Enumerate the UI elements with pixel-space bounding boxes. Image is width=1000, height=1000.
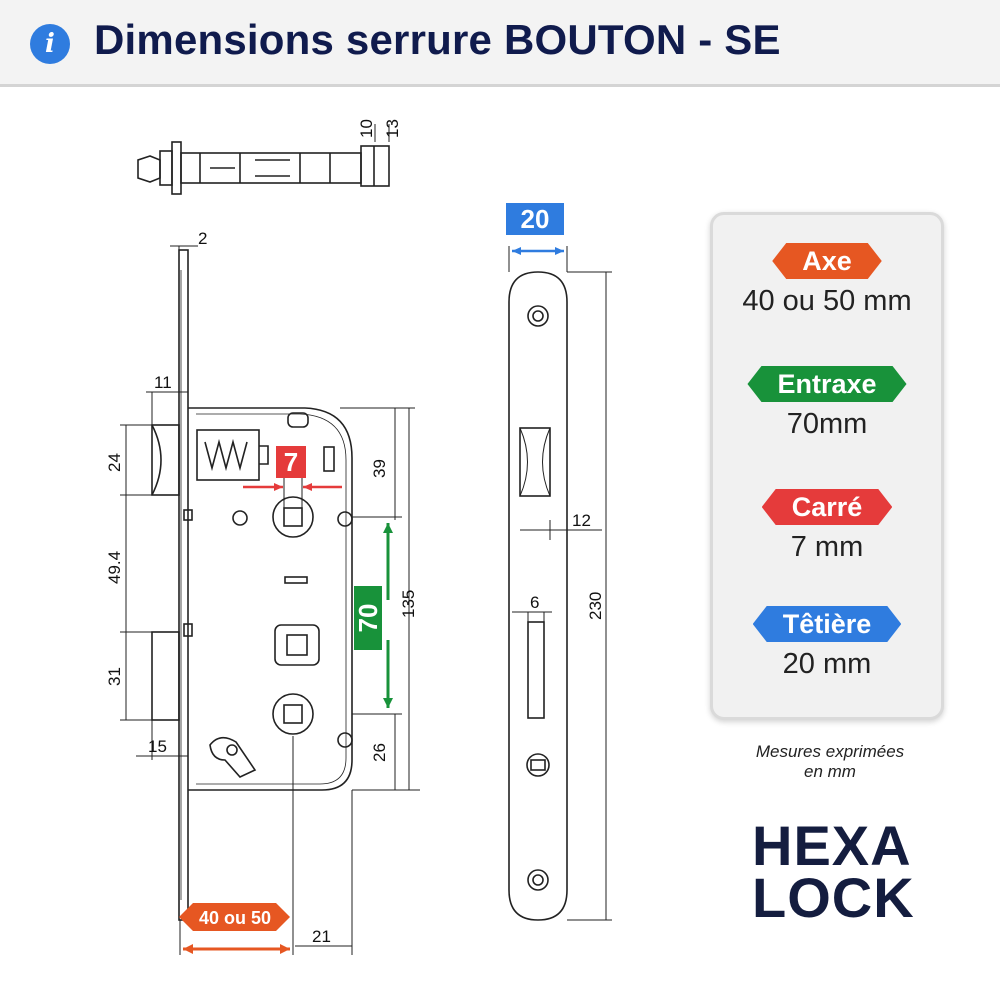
spec-axe-tag: Axe <box>772 243 882 279</box>
logo-line1: HEXA <box>752 814 912 877</box>
tetiere-badge-label: 20 <box>521 204 550 234</box>
dim-10-label: 10 <box>357 119 376 138</box>
dim-6-label: 6 <box>530 593 539 612</box>
entraxe-dimension: 70 <box>353 523 393 708</box>
units-note-line2: en mm <box>804 762 856 781</box>
dim-39-label: 39 <box>370 459 389 478</box>
dim-13-label: 13 <box>383 119 402 138</box>
dim-26-label: 26 <box>370 743 389 762</box>
dim-49-4-label: 49.4 <box>105 551 124 584</box>
page-title: Dimensions serrure BOUTON - SE <box>94 16 781 63</box>
dim-11-label: 11 <box>154 373 172 392</box>
info-icon: i <box>30 24 70 64</box>
spec-carre-tag: Carré <box>762 489 893 525</box>
specs-card: Axe 40 ou 50 mm Entraxe 70mm Carré 7 mm … <box>710 212 944 720</box>
dim-2-label: 2 <box>198 229 207 248</box>
faceplate-dimension-lines <box>508 246 612 921</box>
header-bar: i Dimensions serrure BOUTON - SE <box>0 0 1000 87</box>
dim-21-label: 21 <box>312 927 331 946</box>
dim-135-label: 135 <box>399 590 418 618</box>
spec-tetiere-value: 20 mm <box>782 648 872 680</box>
spec-axe: Axe 40 ou 50 mm <box>713 243 941 318</box>
spec-tetiere: Têtière 20 mm <box>713 606 941 681</box>
units-note: Mesures exprimées en mm <box>700 742 960 782</box>
spec-carre-value: 7 mm <box>790 531 864 563</box>
units-note-line1: Mesures exprimées <box>755 742 905 761</box>
hexalock-logo: HEXA LOCK <box>752 814 922 929</box>
dim-12-label: 12 <box>572 511 591 530</box>
carre-badge-label: 7 <box>284 447 298 477</box>
entraxe-badge-label: 70 <box>353 604 383 633</box>
top-view <box>137 124 390 195</box>
dim-15-label: 15 <box>148 737 167 756</box>
axe-badge-label: 40 ou 50 <box>199 908 271 928</box>
spec-axe-value: 40 ou 50 mm <box>742 285 912 317</box>
carre-dimension: 7 <box>243 446 342 508</box>
tetiere-dimension: 20 <box>506 203 564 255</box>
dim-24-label: 24 <box>105 453 124 472</box>
axe-dimension: 40 ou 50 <box>179 903 290 954</box>
spec-entraxe: Entraxe 70mm <box>713 366 941 441</box>
side-view <box>151 249 353 921</box>
spec-carre: Carré 7 mm <box>713 489 941 564</box>
spec-entraxe-value: 70mm <box>786 408 868 440</box>
side-view-dimension-lines <box>120 245 420 955</box>
dim-230-label: 230 <box>586 592 605 620</box>
spec-tetiere-tag: Têtière <box>753 606 902 642</box>
logo-line2: LOCK <box>752 866 915 929</box>
spec-entraxe-tag: Entraxe <box>747 366 906 402</box>
faceplate-view <box>508 271 568 921</box>
dim-31-label: 31 <box>105 667 124 686</box>
